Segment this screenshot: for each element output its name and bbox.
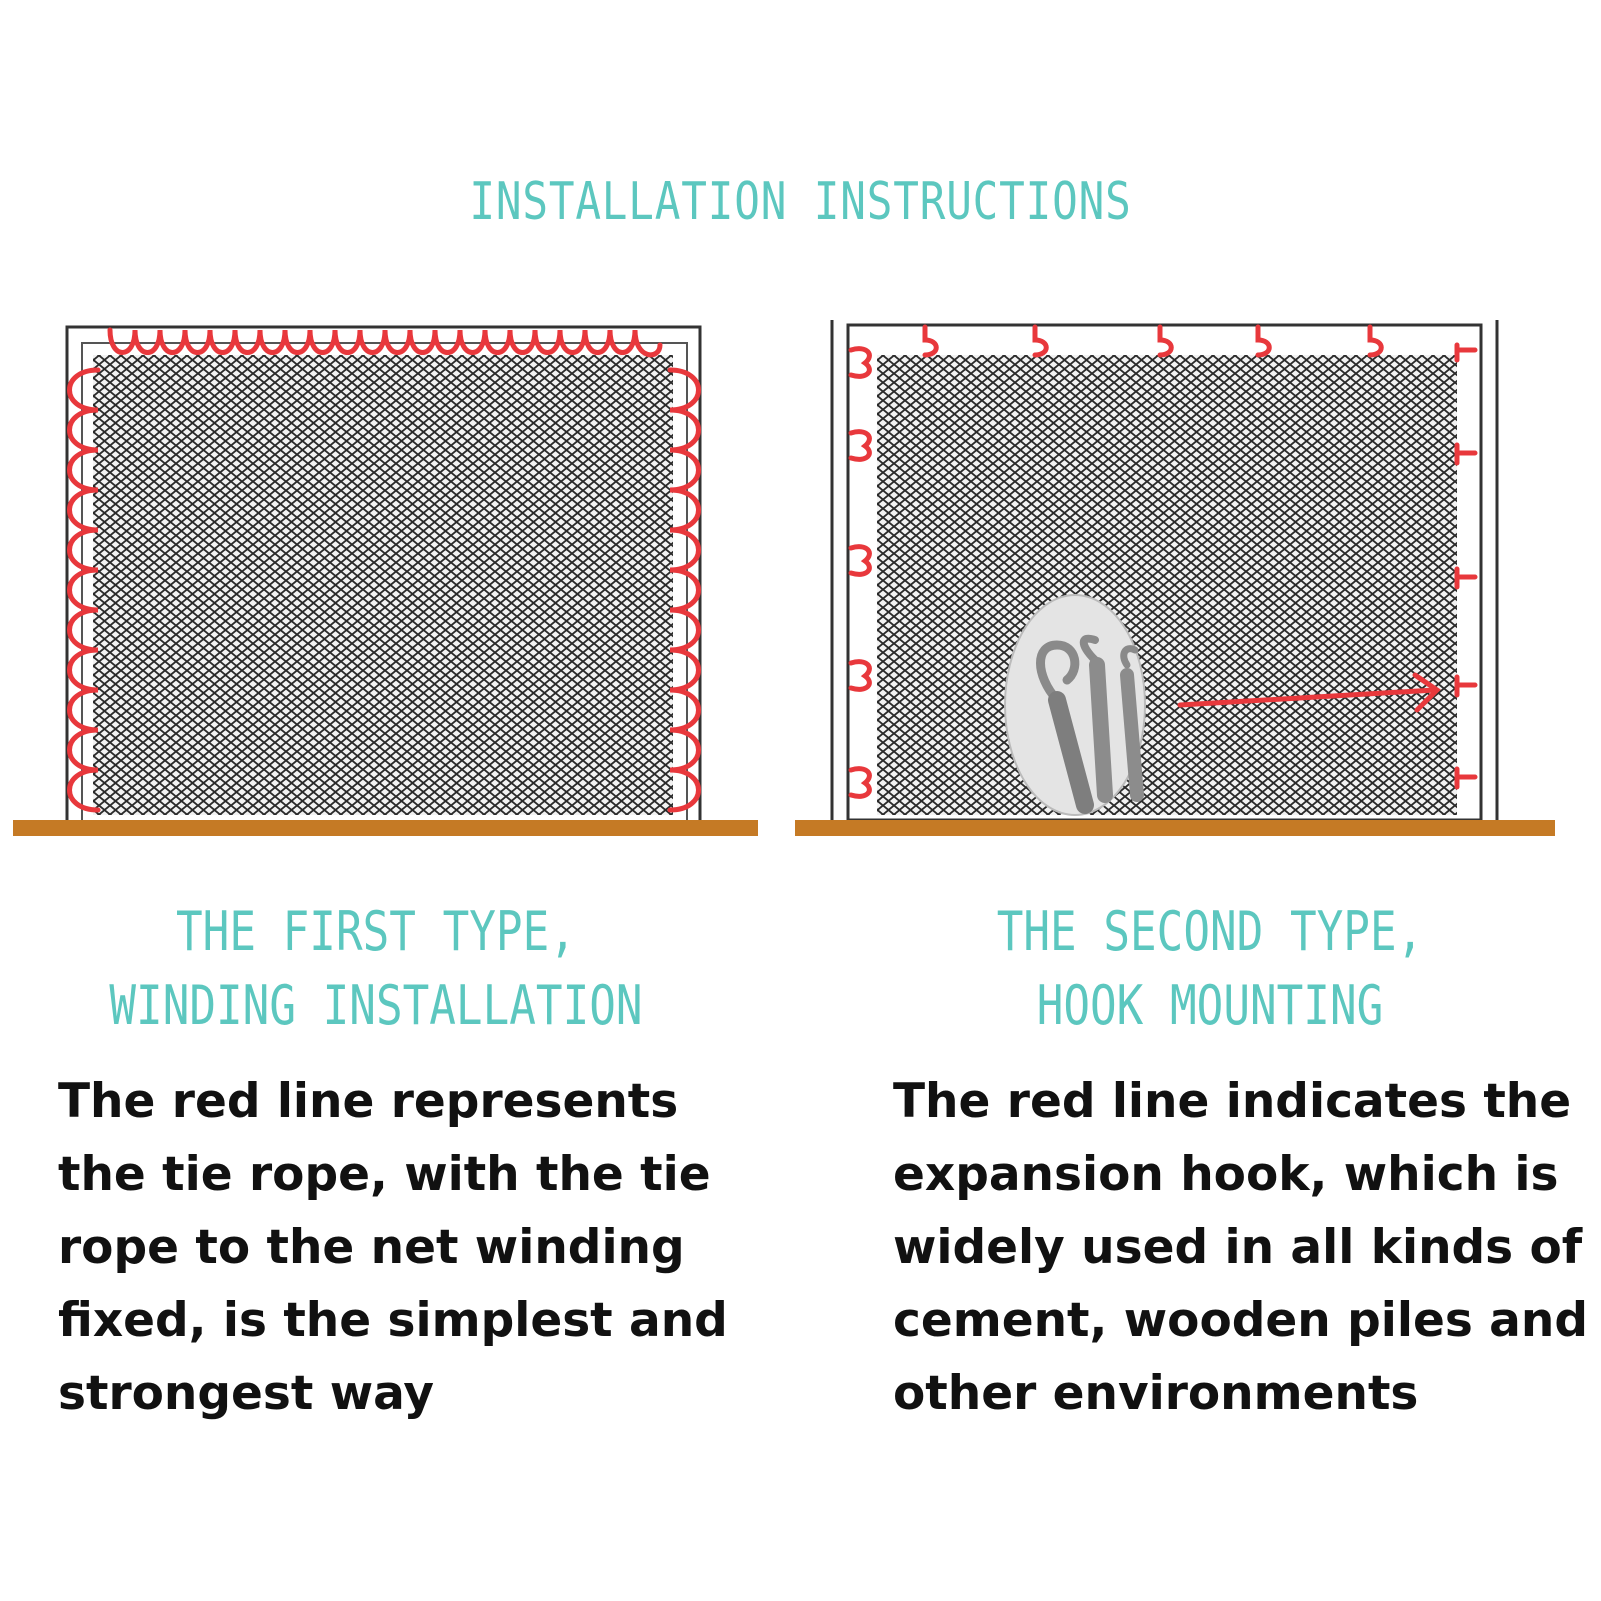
first-type-heading: THE FIRST TYPE, WINDING INSTALLATION (56, 895, 696, 1043)
expansion-hook-icon (1032, 324, 1049, 358)
winding-installation-diagram (13, 325, 758, 836)
description-line: the tie rope, with the tie (58, 1147, 711, 1202)
expansion-hook-icon (848, 659, 872, 692)
left-rope (67, 367, 101, 813)
expansion-hook-icon (1255, 324, 1272, 358)
expansion-hook-icon (848, 544, 872, 577)
second-type-heading-line: THE SECOND TYPE, (996, 900, 1424, 963)
top-rope (107, 327, 663, 358)
net-mesh (93, 355, 673, 815)
red-arrow-icon (1177, 672, 1441, 713)
ground (13, 820, 758, 836)
right-rope (667, 367, 701, 813)
description-line: other environments (893, 1366, 1419, 1421)
description-line: expansion hook, which is (893, 1147, 1559, 1202)
expansion-hook-icon (1454, 674, 1478, 698)
hook-mounting-diagram (795, 320, 1555, 836)
expansion-hook-icon (848, 429, 872, 462)
expansion-hook-icon (1454, 566, 1478, 590)
ground (795, 820, 1555, 836)
top-hooks (922, 324, 1384, 358)
description-line: fixed, is the simplest and (58, 1293, 728, 1348)
second-type-heading: THE SECOND TYPE, HOOK MOUNTING (890, 895, 1530, 1043)
second-type-heading-line: HOOK MOUNTING (1036, 974, 1384, 1037)
hook-bolt-photo-icon (1004, 594, 1146, 816)
expansion-hook-icon (922, 324, 939, 358)
description-line: The red line represents (58, 1074, 679, 1129)
description-line: cement, wooden piles and (893, 1293, 1588, 1348)
second-type-description: The red line indicates the expansion hoo… (893, 1065, 1593, 1430)
left-hooks (848, 346, 872, 799)
expansion-hook-icon (848, 346, 872, 379)
page-title: INSTALLATION INSTRUCTIONS (469, 172, 1132, 232)
net-mesh (877, 355, 1457, 815)
description-line: rope to the net winding (58, 1220, 685, 1275)
expansion-hook-icon (1157, 324, 1174, 358)
first-type-heading-line: WINDING INSTALLATION (109, 974, 643, 1037)
right-hooks (1454, 342, 1478, 790)
expansion-hook-icon (1367, 324, 1384, 358)
description-line: widely used in all kinds of (893, 1220, 1583, 1275)
expansion-hook-icon (1454, 342, 1478, 363)
first-type-description: The red line represents the tie rope, wi… (58, 1065, 778, 1430)
first-type-heading-line: THE FIRST TYPE, (176, 900, 576, 963)
expansion-hook-icon (1454, 442, 1478, 466)
expansion-hook-icon (848, 766, 872, 799)
description-line: strongest way (58, 1366, 435, 1421)
description-line: The red line indicates the (893, 1074, 1572, 1129)
expansion-hook-icon (1454, 766, 1478, 790)
